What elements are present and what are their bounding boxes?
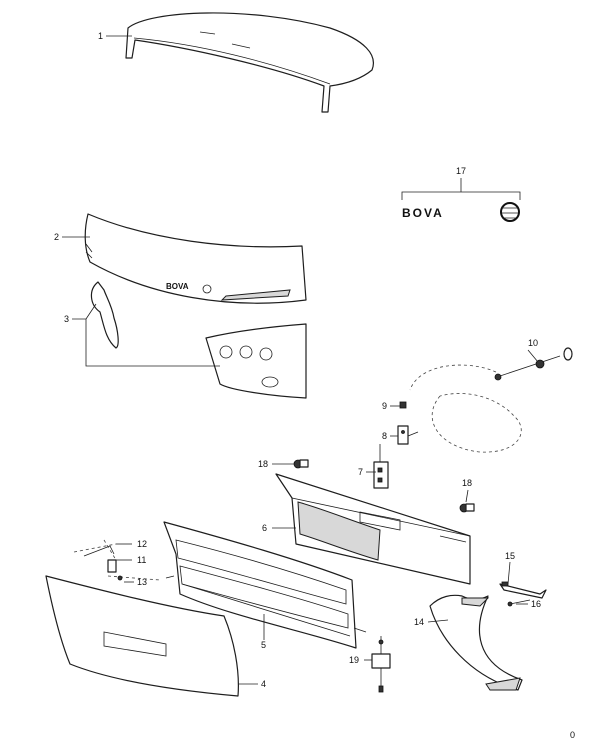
part-4-bumper <box>45 575 239 697</box>
callout-12: 12 <box>137 539 147 549</box>
part-2-front-panel: BOVA <box>84 213 307 304</box>
callout-3: 3 <box>64 314 69 324</box>
part-9-clip <box>399 401 407 409</box>
callout-numbers: 1 2 3 4 5 6 7 8 9 10 11 12 13 14 15 16 1… <box>54 31 541 689</box>
part-7-hinge <box>373 444 389 489</box>
callout-6: 6 <box>262 523 267 533</box>
part-2-logo-text: BOVA <box>166 282 189 291</box>
part-5-grille-frame <box>163 521 367 649</box>
callout-5: 5 <box>261 640 266 650</box>
part-19-bracket <box>371 636 391 693</box>
callout-4: 4 <box>261 679 266 689</box>
callout-2: 2 <box>54 232 59 242</box>
leader-lines <box>62 35 539 685</box>
part-11-12-13-fasteners <box>73 539 161 581</box>
part-14-curved-step <box>429 594 523 691</box>
logo-emblem-icon <box>500 202 520 222</box>
part-8-bracket <box>397 425 419 445</box>
callout-18-left: 18 <box>258 459 268 469</box>
callout-17: 17 <box>456 166 466 176</box>
callout-9: 9 <box>382 401 387 411</box>
part-18-bolt-left <box>293 459 309 469</box>
callout-14: 14 <box>414 617 424 627</box>
part-17-logo-text: BOVA <box>402 206 444 220</box>
part-6-inner-panel <box>275 473 471 585</box>
part-17-logo-badge: BOVA <box>401 178 521 222</box>
callout-8: 8 <box>382 431 387 441</box>
part-10-locking-bolt <box>409 347 573 453</box>
part-1-roof-cap <box>125 12 374 113</box>
part-18-bolt-right <box>459 503 475 513</box>
callout-13: 13 <box>137 577 147 587</box>
callout-11: 11 <box>137 555 146 565</box>
callout-15: 15 <box>505 551 515 561</box>
callout-1: 1 <box>98 31 103 41</box>
part-16-pin <box>507 599 531 607</box>
part-15-handle <box>499 581 547 599</box>
callout-19: 19 <box>349 655 359 665</box>
part-3-lower-front <box>90 281 307 399</box>
callout-18-right: 18 <box>462 478 472 488</box>
callout-7: 7 <box>358 467 363 477</box>
callout-16: 16 <box>531 599 541 609</box>
page-number: 0 <box>570 730 575 740</box>
callout-10: 10 <box>528 338 538 348</box>
